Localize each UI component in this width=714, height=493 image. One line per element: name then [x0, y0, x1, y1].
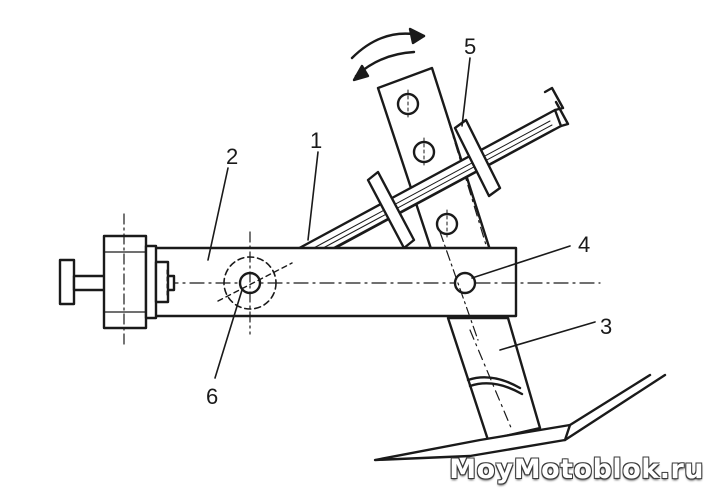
- callout-labels: 1 2 3 4 5 6: [206, 34, 612, 409]
- hitch-bolt-assembly: [58, 213, 176, 349]
- adjustment-rod: [290, 86, 570, 270]
- ploughshare: [373, 373, 667, 462]
- pivot-joint: [217, 231, 293, 335]
- rotation-arrows: [350, 27, 426, 82]
- watermark: MoyMotoblok.ru: [449, 454, 704, 485]
- leader-1: [307, 151, 319, 241]
- callout-2: 2: [226, 144, 238, 169]
- leader-lines: [207, 57, 596, 379]
- leader-6: [214, 289, 243, 379]
- callout-3: 3: [600, 314, 612, 339]
- leader-2: [207, 167, 229, 261]
- clamp-plate-lower: [366, 170, 416, 250]
- callout-5: 5: [464, 34, 476, 59]
- leader-3: [499, 321, 596, 351]
- callout-6: 6: [206, 384, 218, 409]
- share-post: [446, 316, 542, 442]
- leader-4: [471, 245, 571, 279]
- rack-pin: [439, 231, 479, 341]
- callout-4: 4: [578, 232, 590, 257]
- rack-holes: [396, 89, 459, 239]
- rod-hatching: [309, 120, 555, 259]
- leader-5: [461, 57, 471, 127]
- callout-1: 1: [310, 128, 322, 153]
